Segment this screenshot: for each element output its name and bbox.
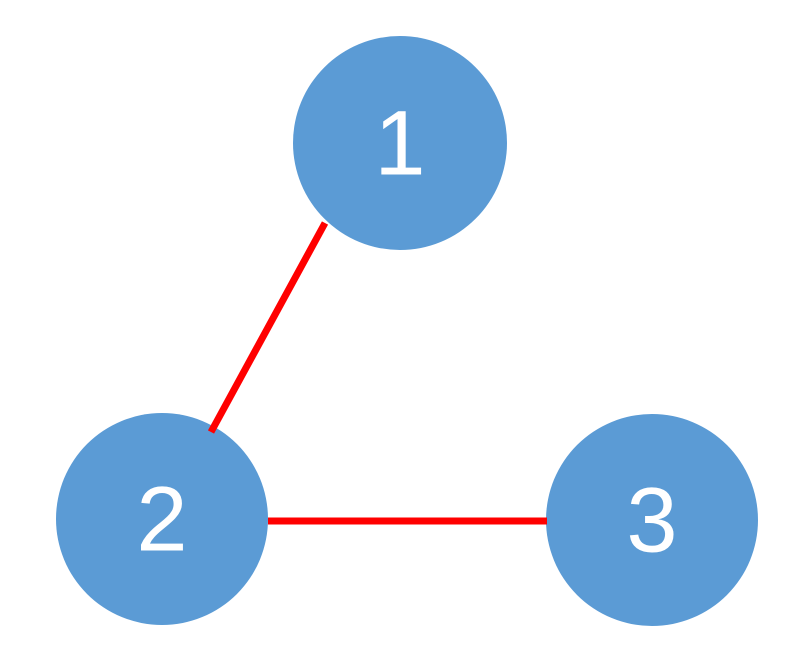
- graph-node-3[interactable]: 3: [546, 414, 758, 626]
- node-1-circle: [293, 36, 507, 250]
- node-3-circle: [546, 414, 758, 626]
- graph-edge-1-2[interactable]: [207, 221, 329, 434]
- node-2-circle: [56, 413, 268, 625]
- graph-node-2[interactable]: 2: [56, 413, 268, 625]
- graph-node-1[interactable]: 1: [293, 36, 507, 250]
